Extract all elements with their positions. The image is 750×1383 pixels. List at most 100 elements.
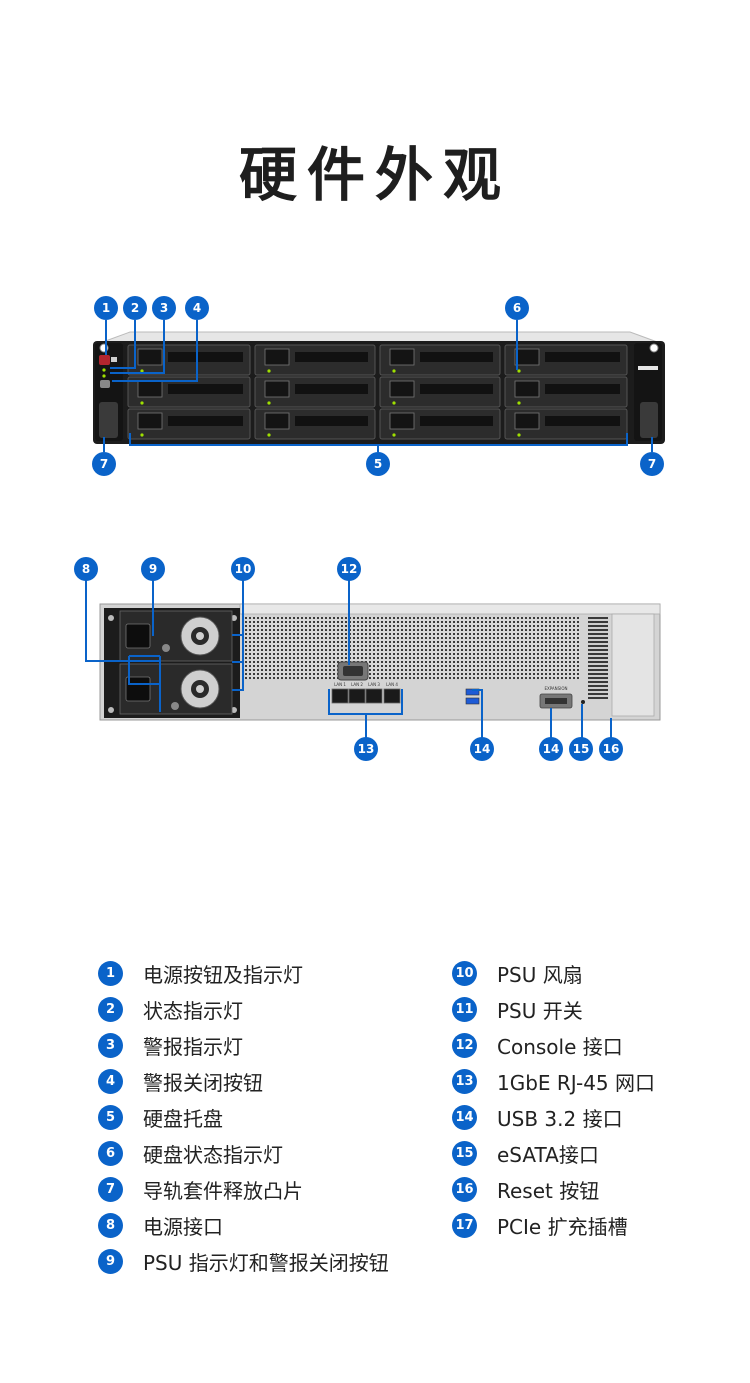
legend-label: PSU 风扇	[497, 962, 583, 987]
svg-text:1: 1	[102, 301, 110, 315]
front-leader-lines	[103, 320, 653, 452]
page-title: 硬件外观	[238, 141, 511, 209]
drive-tray[interactable]	[504, 376, 628, 408]
lan-label: LAN 2	[351, 682, 363, 687]
drive-tray[interactable]	[379, 376, 501, 408]
drive-tray[interactable]	[379, 408, 501, 440]
legend-item: 5 硬盘托盘	[98, 1099, 389, 1135]
svg-text:2: 2	[131, 301, 139, 315]
reset-button[interactable]	[581, 700, 585, 704]
lan-port[interactable]	[383, 688, 401, 704]
legend-badge: 17	[452, 1212, 477, 1238]
legend-label: USB 3.2 接口	[497, 1106, 623, 1131]
drive-bays	[127, 344, 628, 440]
legend-badge: 5	[98, 1104, 123, 1130]
legend-item: 15 eSATA接口	[452, 1135, 655, 1171]
drive-tray[interactable]	[254, 408, 376, 440]
rear-vent-grid	[245, 617, 580, 679]
legend-label: PSU 开关	[497, 998, 583, 1023]
alert-led	[102, 374, 106, 378]
lan-port[interactable]	[331, 688, 349, 704]
legend-badge: 12	[452, 1032, 477, 1058]
svg-text:9: 9	[149, 562, 157, 576]
svg-text:10: 10	[235, 562, 252, 576]
svg-text:16: 16	[603, 742, 620, 756]
drive-tray[interactable]	[504, 344, 628, 376]
legend-badge: 3	[98, 1032, 123, 1058]
legend-badge: 15	[452, 1140, 477, 1166]
legend-badge: 10	[452, 960, 477, 986]
legend-badge: 6	[98, 1140, 123, 1166]
callout-10: 10	[231, 557, 255, 581]
svg-text:8: 8	[82, 562, 90, 576]
drive-tray[interactable]	[127, 376, 251, 408]
callout-12: 12	[337, 557, 361, 581]
beep-off-button[interactable]	[100, 380, 110, 388]
legend-label: eSATA接口	[497, 1142, 599, 1167]
svg-text:3: 3	[160, 301, 168, 315]
lan-port[interactable]	[365, 688, 383, 704]
callout-14-expansion: 14	[539, 737, 563, 761]
psu-led-button[interactable]	[162, 644, 170, 652]
svg-text:14: 14	[474, 742, 491, 756]
legend-badge: 7	[98, 1176, 123, 1202]
legend-badge: 14	[452, 1104, 477, 1130]
rear-view: LAN 1 LAN 2 LAN 3 LAN 4 EXPANSION	[74, 557, 661, 761]
rail-release-tab-right[interactable]	[640, 402, 658, 438]
lan-ports: LAN 1 LAN 2 LAN 3 LAN 4	[331, 682, 401, 704]
callout-16: 16	[599, 737, 623, 761]
psu-led-button[interactable]	[171, 702, 179, 710]
lan-label: LAN 3	[368, 682, 380, 687]
drive-tray[interactable]	[127, 408, 251, 440]
svg-text:13: 13	[358, 742, 375, 756]
legend-label: 电源按钮及指示灯	[143, 962, 303, 987]
drive-tray[interactable]	[127, 344, 251, 376]
callout-5: 5	[366, 452, 390, 476]
legend-item: 1 电源按钮及指示灯	[98, 955, 389, 991]
legend-label: Reset 按钮	[497, 1178, 600, 1203]
rear-vent-slots	[588, 617, 608, 699]
svg-text:12: 12	[341, 562, 358, 576]
legend-label: Console 接口	[497, 1034, 623, 1059]
callout-13: 13	[354, 737, 378, 761]
legend-badge: 2	[98, 996, 123, 1022]
drive-tray[interactable]	[379, 344, 501, 376]
model-badge	[638, 366, 658, 370]
front-right-ear-hole	[649, 343, 659, 353]
callout-8: 8	[74, 557, 98, 581]
legend-label: 警报关闭按钮	[143, 1070, 263, 1095]
legend-label: 警报指示灯	[143, 1034, 243, 1059]
rear-leader-lines	[85, 580, 612, 738]
usb-port[interactable]	[465, 697, 480, 705]
drive-tray[interactable]	[254, 344, 376, 376]
rail-release-tab-left[interactable]	[99, 402, 118, 438]
drive-tray[interactable]	[254, 376, 376, 408]
lan-port[interactable]	[348, 688, 366, 704]
callout-3: 3	[152, 296, 176, 320]
legend-label: 状态指示灯	[143, 998, 243, 1023]
callout-1: 1	[94, 296, 118, 320]
legend-label: 1GbE RJ-45 网口	[497, 1070, 656, 1095]
legend-item: 12 Console 接口	[452, 1027, 655, 1063]
status-led	[102, 368, 106, 372]
legend-badge: 9	[98, 1248, 123, 1274]
drive-tray[interactable]	[504, 408, 628, 440]
legend-label: 硬盘托盘	[143, 1106, 223, 1131]
power-inlet[interactable]	[125, 623, 151, 649]
legend-badge: 1	[98, 960, 123, 986]
svg-text:15: 15	[573, 742, 590, 756]
legend-item: 10 PSU 风扇	[452, 955, 655, 991]
power-button[interactable]	[99, 355, 110, 365]
callout-4: 4	[185, 296, 209, 320]
svg-text:4: 4	[193, 301, 201, 315]
callout-7-right: 7	[640, 452, 664, 476]
hardware-diagram: 1 2 3 4 6 7 5 7	[74, 296, 665, 761]
callout-7-left: 7	[92, 452, 116, 476]
